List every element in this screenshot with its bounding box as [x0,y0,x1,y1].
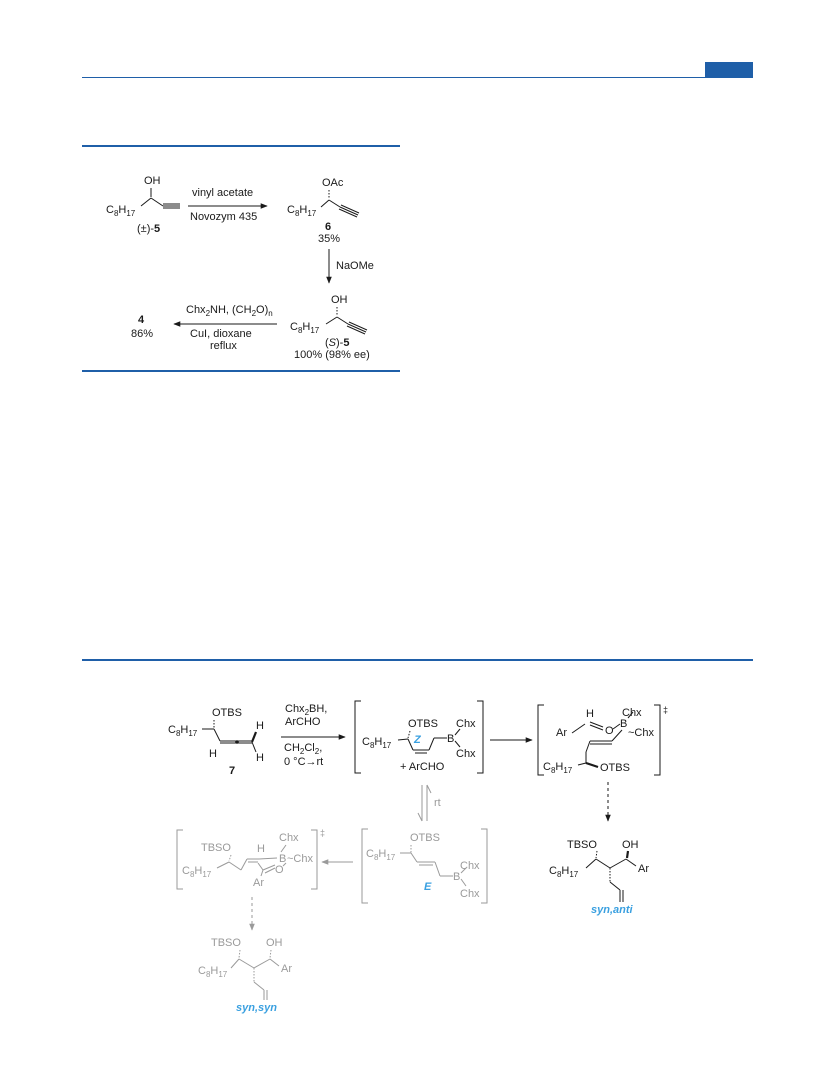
allene-h-right-bottom: H [256,752,264,764]
allene-structure: OTBS C8H17 H H H 7 [168,707,264,777]
scheme2-top-rule [82,659,753,661]
equilibrium-arrows: rt [417,784,441,822]
z-ts-ar-label: Ar [556,727,567,739]
syn-syn-label: syn,syn [236,1002,277,1014]
syn-syn-tbso-label: TBSO [211,937,241,949]
s-alcohol-oh-label: OH [331,294,348,306]
e-borane-chx-top: Chx [460,860,480,872]
z-borane-structure: OTBS C8H17 Z B Chx Chx + ArCHO [354,700,484,774]
acetate-c8h17-label: C8H17 [287,204,317,218]
step3-reagent-2: CuI, dioxane [190,328,252,340]
acetate-compound-label: 6 [325,221,331,233]
z-borane-b-label: B [447,733,454,745]
hydroboration-reagent-2: ArCHO [285,716,321,728]
e-borane-chx-bottom: Chx [460,888,480,900]
allene-compound-label: 7 [229,765,235,777]
hydroboration-reagent-1: Chx2BH, [285,703,327,717]
allene-h-right-top: H [256,720,264,732]
product-compound-label: 4 [138,314,145,326]
e-ts-c8h17-label: C8H17 [182,865,212,879]
allene-h-left: H [209,748,217,760]
z-borane-otbs-label: OTBS [408,718,438,730]
e-geometry-label: E [424,881,432,893]
z-ts-dagger: ‡ [663,705,668,715]
z-borane-chx-top: Chx [456,718,476,730]
e-ts-ar-label: Ar [253,877,264,889]
z-transition-state: ‡ H Chx Ar O B ~Chx C8H17 OTBS [537,704,668,776]
acetate-oac-label: OAc [322,177,344,189]
syn-anti-label: syn,anti [591,904,634,916]
e-borane-c8h17-label: C8H17 [366,848,396,862]
acetate-yield: 35% [318,233,340,245]
racemic-compound-label: (±)-5 [137,223,160,235]
e-ts-h-label: H [257,843,265,855]
z-ts-h-label: H [586,708,594,720]
e-ts-b-label: B [279,853,286,865]
allene-c8h17-label: C8H17 [168,724,198,738]
scheme1-bottom-rule [82,370,400,372]
syn-syn-oh-label: OH [266,937,283,949]
syn-anti-oh-label: OH [622,839,639,851]
s-alcohol-c8h17-label: C8H17 [290,321,320,335]
e-borane-structure: OTBS C8H17 B Chx Chx E [361,828,488,904]
syn-syn-product: TBSO OH C8H17 Ar syn,syn [198,937,292,1014]
syn-anti-ar-label: Ar [638,863,649,875]
racemic-oh-label: OH [144,175,161,187]
racemic-alcohol-structure: OH C8H17 (±)-5 [106,175,180,235]
z-geometry-label: Z [413,734,422,746]
page-tab [705,62,753,77]
step3-reagent-1: Chx2NH, (CH2O)n [186,304,273,318]
hydroboration-solvent: CH2Cl2, [284,742,322,756]
product-yield: 86% [131,328,153,340]
scheme1-top-rule [82,145,400,147]
syn-syn-ar-label: Ar [281,963,292,975]
z-ts-o-label: O [605,725,614,737]
s-alcohol-yield: 100% (98% ee) [294,349,370,361]
syn-anti-c8h17-label: C8H17 [549,865,579,879]
z-ts-otbs-label: OTBS [600,762,630,774]
step1-reagent-bottom: Novozym 435 [190,211,257,223]
s-alcohol-compound-label: (S)-5 [325,337,349,349]
syn-syn-c8h17-label: C8H17 [198,965,228,979]
z-borane-plus-archo: + ArCHO [400,761,445,773]
syn-anti-product: TBSO OH C8H17 Ar syn,anti [549,839,649,916]
z-borane-c8h17-label: C8H17 [362,736,392,750]
acetate-structure: OAc C8H17 6 35% [287,177,360,245]
e-ts-tbso-label: TBSO [201,842,231,854]
z-ts-chx-right: ~Chx [628,727,654,739]
equilibrium-label: rt [434,797,441,809]
step2-reagent: NaOMe [336,260,374,272]
e-borane-otbs-label: OTBS [410,832,440,844]
e-transition-state: ‡ TBSO H Chx B ~Chx C8H17 O Ar [176,828,325,890]
e-ts-o-label: O [275,864,284,876]
allene-otbs-label: OTBS [212,707,242,719]
scheme1: OH C8H17 (±)-5 vinyl acetate Novozym 435… [106,175,374,361]
step3-reagent-3: reflux [210,340,237,352]
e-ts-dagger: ‡ [320,828,325,838]
racemic-c8h17-label: C8H17 [106,204,136,218]
scheme2: OTBS C8H17 H H H 7 Chx2BH, ArCHO CH2Cl2,… [168,700,668,1014]
z-ts-c8h17-label: C8H17 [543,761,573,775]
e-borane-b-label: B [453,871,460,883]
syn-anti-tbso-label: TBSO [567,839,597,851]
s-alcohol-structure: OH C8H17 (S)-5 100% (98% ee) [290,294,370,361]
e-ts-chx-top: Chx [279,832,299,844]
z-borane-chx-bottom: Chx [456,748,476,760]
page-header-rule [82,77,753,78]
hydroboration-conditions: 0 °C→rt [284,756,323,768]
step1-reagent-top: vinyl acetate [192,187,253,199]
z-ts-b-label: B [620,718,627,730]
e-ts-chx-right: ~Chx [287,853,313,865]
